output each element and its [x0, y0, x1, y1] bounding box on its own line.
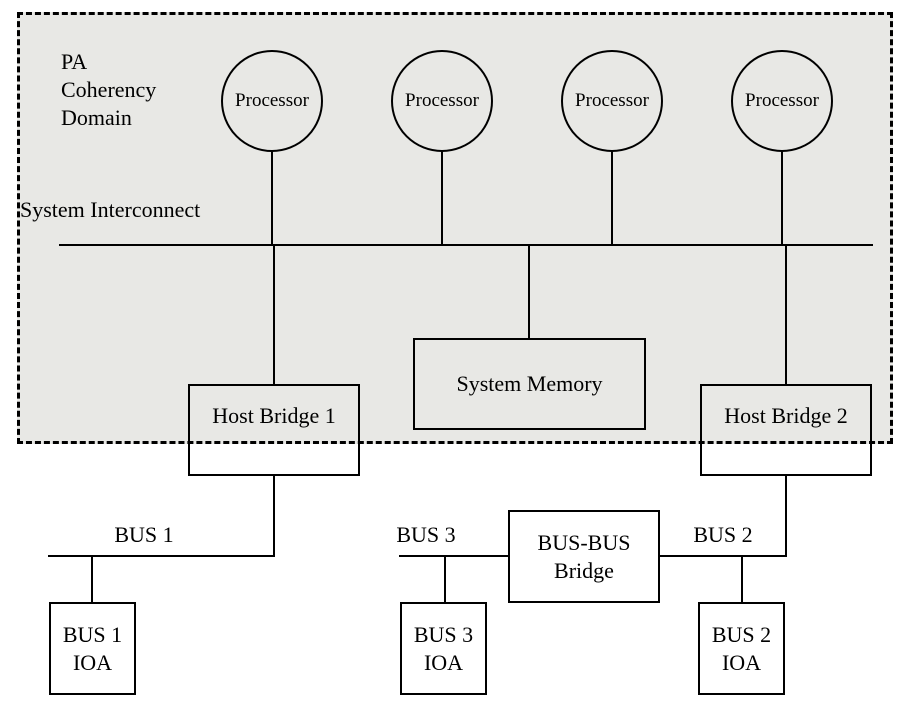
host-bridge-1-label: Host Bridge 1: [212, 403, 336, 428]
bus-bus-bridge-box: BUS-BUS Bridge: [508, 510, 660, 603]
system-memory-label: System Memory: [456, 371, 603, 396]
bus1-ioa-box: BUS 1 IOA: [49, 602, 136, 695]
processor-node-2: Processor: [391, 50, 493, 152]
bus-bus-bridge-label: BUS-BUS Bridge: [537, 529, 631, 583]
system-memory-box: System Memory: [413, 338, 646, 430]
processor-node-3: Processor: [561, 50, 663, 152]
bus3-ioa-box: BUS 3 IOA: [400, 602, 487, 695]
bus3-line: [399, 555, 508, 557]
bus2-line: [659, 555, 787, 557]
processor4-connector-line: [781, 151, 783, 245]
bus3-ioa-connector-line: [444, 557, 446, 602]
processor-label: Processor: [405, 90, 479, 111]
system-memory-connector-line: [528, 246, 530, 338]
bus1-ioa-connector-line: [91, 557, 93, 602]
host-bridge-2-bus2-connector-line: [785, 476, 787, 556]
bus2-ioa-connector-line: [741, 557, 743, 602]
host-bridge-1-bus1-connector-line: [273, 476, 275, 556]
bus2-ioa-label: BUS 2 IOA: [711, 621, 772, 675]
processor-node-4: Processor: [731, 50, 833, 152]
bus1-label: BUS 1: [114, 522, 174, 547]
host-bridge-2-connector-line: [785, 246, 787, 384]
bus3-label: BUS 3: [396, 522, 456, 547]
processor-label: Processor: [235, 90, 309, 111]
domain-label: PA Coherency Domain: [61, 49, 157, 130]
bus1-line: [48, 555, 275, 557]
system-interconnect-line: [59, 244, 873, 246]
processor2-connector-line: [441, 151, 443, 245]
bus2-label: BUS 2: [693, 522, 753, 547]
host-bridge-1-box: Host Bridge 1: [188, 384, 360, 476]
processor-node-1: Processor: [221, 50, 323, 152]
host-bridge-2-box: Host Bridge 2: [700, 384, 872, 476]
system-interconnect-label: System Interconnect: [20, 197, 201, 222]
host-bridge-1-connector-line: [273, 246, 275, 384]
processor-label: Processor: [575, 90, 649, 111]
processor-label: Processor: [745, 90, 819, 111]
bus1-ioa-label: BUS 1 IOA: [62, 621, 123, 675]
host-bridge-2-label: Host Bridge 2: [724, 403, 848, 428]
processor1-connector-line: [271, 151, 273, 245]
bus2-ioa-box: BUS 2 IOA: [698, 602, 785, 695]
processor3-connector-line: [611, 151, 613, 245]
bus3-ioa-label: BUS 3 IOA: [413, 621, 474, 675]
